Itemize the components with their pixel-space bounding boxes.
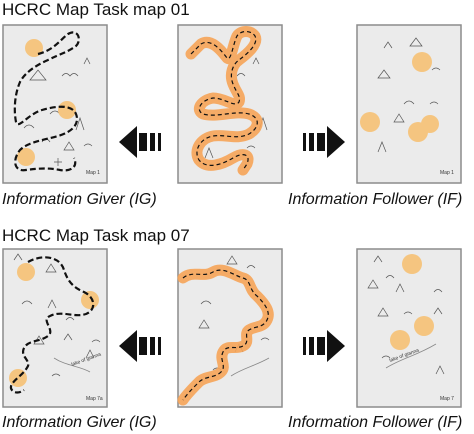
svg-text:Map 1: Map 1 bbox=[86, 170, 100, 176]
map-01-giver-panel: Map 1 bbox=[2, 24, 108, 184]
map-01-original-panel bbox=[177, 24, 283, 184]
follower-caption: Information Follower (IF) bbox=[288, 414, 463, 431]
route-path bbox=[13, 31, 80, 172]
route-path bbox=[9, 256, 95, 394]
section-2-title: HCRC Map Task map 07 bbox=[2, 226, 190, 245]
landmark-disc bbox=[412, 52, 432, 72]
landmark-disc bbox=[390, 330, 410, 350]
landmark-disc bbox=[9, 369, 27, 387]
landmark-disc bbox=[81, 291, 99, 309]
landmark-disc bbox=[17, 263, 35, 281]
left-arrow-icon bbox=[119, 330, 161, 362]
giver-caption: Information Giver (IG) bbox=[2, 191, 157, 208]
landmark-disc bbox=[421, 115, 439, 133]
svg-text:Map 1: Map 1 bbox=[440, 170, 454, 176]
map-07-giver-panel: lake of gianna Map 7a bbox=[2, 248, 108, 408]
map-07-follower-panel: lake of gianna Map 7 bbox=[356, 248, 462, 408]
giver-caption: Information Giver (IG) bbox=[2, 414, 157, 431]
landmark-disc bbox=[402, 254, 422, 274]
svg-text:Map 7a: Map 7a bbox=[86, 396, 103, 402]
landmark-disc bbox=[25, 39, 43, 57]
landmark-disc bbox=[360, 112, 380, 132]
landmark-disc bbox=[17, 148, 35, 166]
left-arrow-icon bbox=[119, 126, 161, 158]
landmark-disc bbox=[58, 101, 76, 119]
right-arrow-icon bbox=[303, 330, 345, 362]
route-path bbox=[190, 30, 258, 171]
landmark-sketches bbox=[23, 57, 93, 166]
route-path bbox=[182, 269, 269, 401]
section-1-title: HCRC Map Task map 01 bbox=[2, 0, 190, 19]
map-07-original-panel bbox=[177, 248, 283, 408]
map-01-follower-panel: Map 1 bbox=[356, 24, 462, 184]
svg-text:Map 7: Map 7 bbox=[440, 396, 454, 402]
follower-caption: Information Follower (IF) bbox=[288, 191, 463, 208]
landmark-disc bbox=[414, 316, 434, 336]
right-arrow-icon bbox=[303, 126, 345, 158]
